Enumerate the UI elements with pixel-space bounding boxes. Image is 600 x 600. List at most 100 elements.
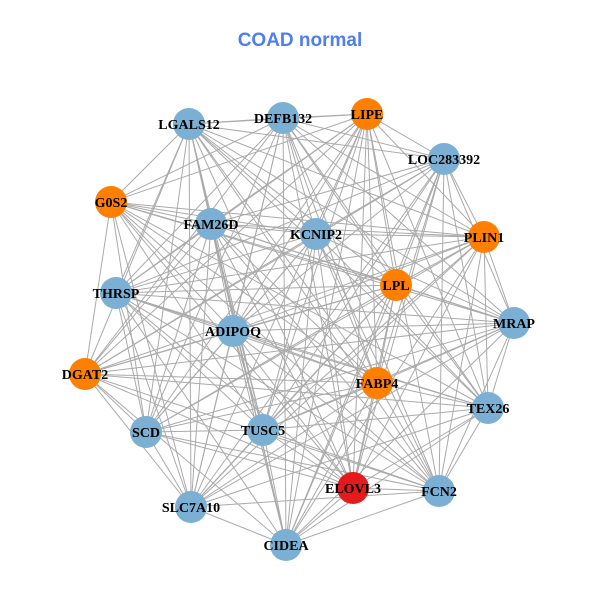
edge [262, 113, 368, 431]
edge [145, 382, 378, 433]
edge [315, 233, 485, 238]
edge [110, 123, 190, 203]
edge [438, 407, 489, 492]
node-label: FAM26D [184, 218, 239, 233]
edge [366, 113, 485, 238]
edge [285, 490, 440, 546]
node-label: PLIN1 [464, 231, 504, 246]
edge [188, 123, 354, 489]
edge [115, 292, 147, 433]
node-label: TUSC5 [241, 424, 285, 439]
edge [232, 330, 378, 384]
edge [84, 373, 378, 384]
edge [483, 236, 489, 409]
edge [84, 223, 212, 375]
edge [366, 113, 489, 409]
edge [145, 236, 485, 433]
node-dgat2 [69, 358, 101, 390]
edge [145, 113, 368, 433]
edge [190, 407, 489, 508]
node-label: ELOVL3 [325, 482, 381, 497]
edge [210, 223, 317, 235]
edge [210, 223, 287, 546]
node-fabp4 [361, 367, 393, 399]
edge [262, 429, 354, 489]
edge [110, 201, 234, 332]
edge [282, 117, 489, 409]
node-plin1 [468, 221, 500, 253]
node-adipoq [217, 315, 249, 347]
node-cidea [270, 529, 302, 561]
edge [145, 431, 440, 492]
node-fam26d [195, 208, 227, 240]
node-scd [130, 416, 162, 448]
node-thrsp [100, 277, 132, 309]
edge [210, 158, 445, 225]
edge [190, 330, 234, 508]
node-label: CIDEA [263, 539, 309, 554]
node-label: G0S2 [95, 196, 128, 211]
edge [145, 322, 515, 433]
node-tusc5 [247, 414, 279, 446]
edge [282, 117, 440, 492]
node-lipe [351, 98, 383, 130]
edge [438, 236, 485, 492]
edge [262, 382, 378, 431]
edge [285, 233, 317, 546]
node-label: SLC7A10 [162, 501, 220, 516]
edge [285, 382, 378, 546]
node-label: LOC283392 [408, 153, 480, 168]
edge [352, 407, 489, 489]
edge [84, 123, 190, 375]
edge [190, 506, 287, 546]
edge [315, 233, 378, 384]
edge [190, 490, 440, 508]
edge [232, 158, 445, 332]
node-label: LGALS12 [158, 118, 219, 133]
edge [110, 113, 368, 203]
edge [84, 117, 284, 375]
edge [285, 322, 515, 546]
edge [262, 429, 440, 492]
edge [84, 322, 515, 375]
edge [395, 284, 489, 409]
edge [115, 223, 212, 294]
edge [84, 113, 368, 375]
node-label: THRSP [93, 287, 140, 302]
edge [115, 284, 397, 294]
edge [282, 117, 485, 238]
edge [115, 158, 445, 294]
edge [352, 382, 378, 489]
node-g0s2 [95, 186, 127, 218]
edge [262, 233, 317, 431]
edge [115, 236, 485, 294]
edge [376, 382, 440, 492]
edge [190, 236, 485, 508]
edge [210, 223, 485, 238]
node-kcnip2 [300, 218, 332, 250]
edge [115, 292, 354, 489]
node-fcn2 [423, 475, 455, 507]
edge [145, 330, 234, 433]
edge [188, 123, 485, 238]
edge [315, 233, 515, 324]
edge [115, 233, 317, 294]
node-lgals12 [173, 108, 205, 140]
edge [190, 382, 378, 508]
edge [285, 407, 489, 546]
edge [188, 123, 317, 235]
edge [188, 123, 515, 324]
edge [84, 330, 234, 375]
edge [262, 236, 485, 431]
node-label: MRAP [493, 317, 535, 332]
node-slc7a10 [175, 491, 207, 523]
node-label: SCD [132, 426, 160, 441]
chart-title: COAD normal [237, 30, 363, 51]
edge [232, 236, 485, 332]
edge [232, 113, 368, 332]
node-label: FCN2 [421, 485, 457, 500]
edge [232, 330, 489, 409]
edge [84, 233, 317, 375]
edge [232, 322, 515, 332]
